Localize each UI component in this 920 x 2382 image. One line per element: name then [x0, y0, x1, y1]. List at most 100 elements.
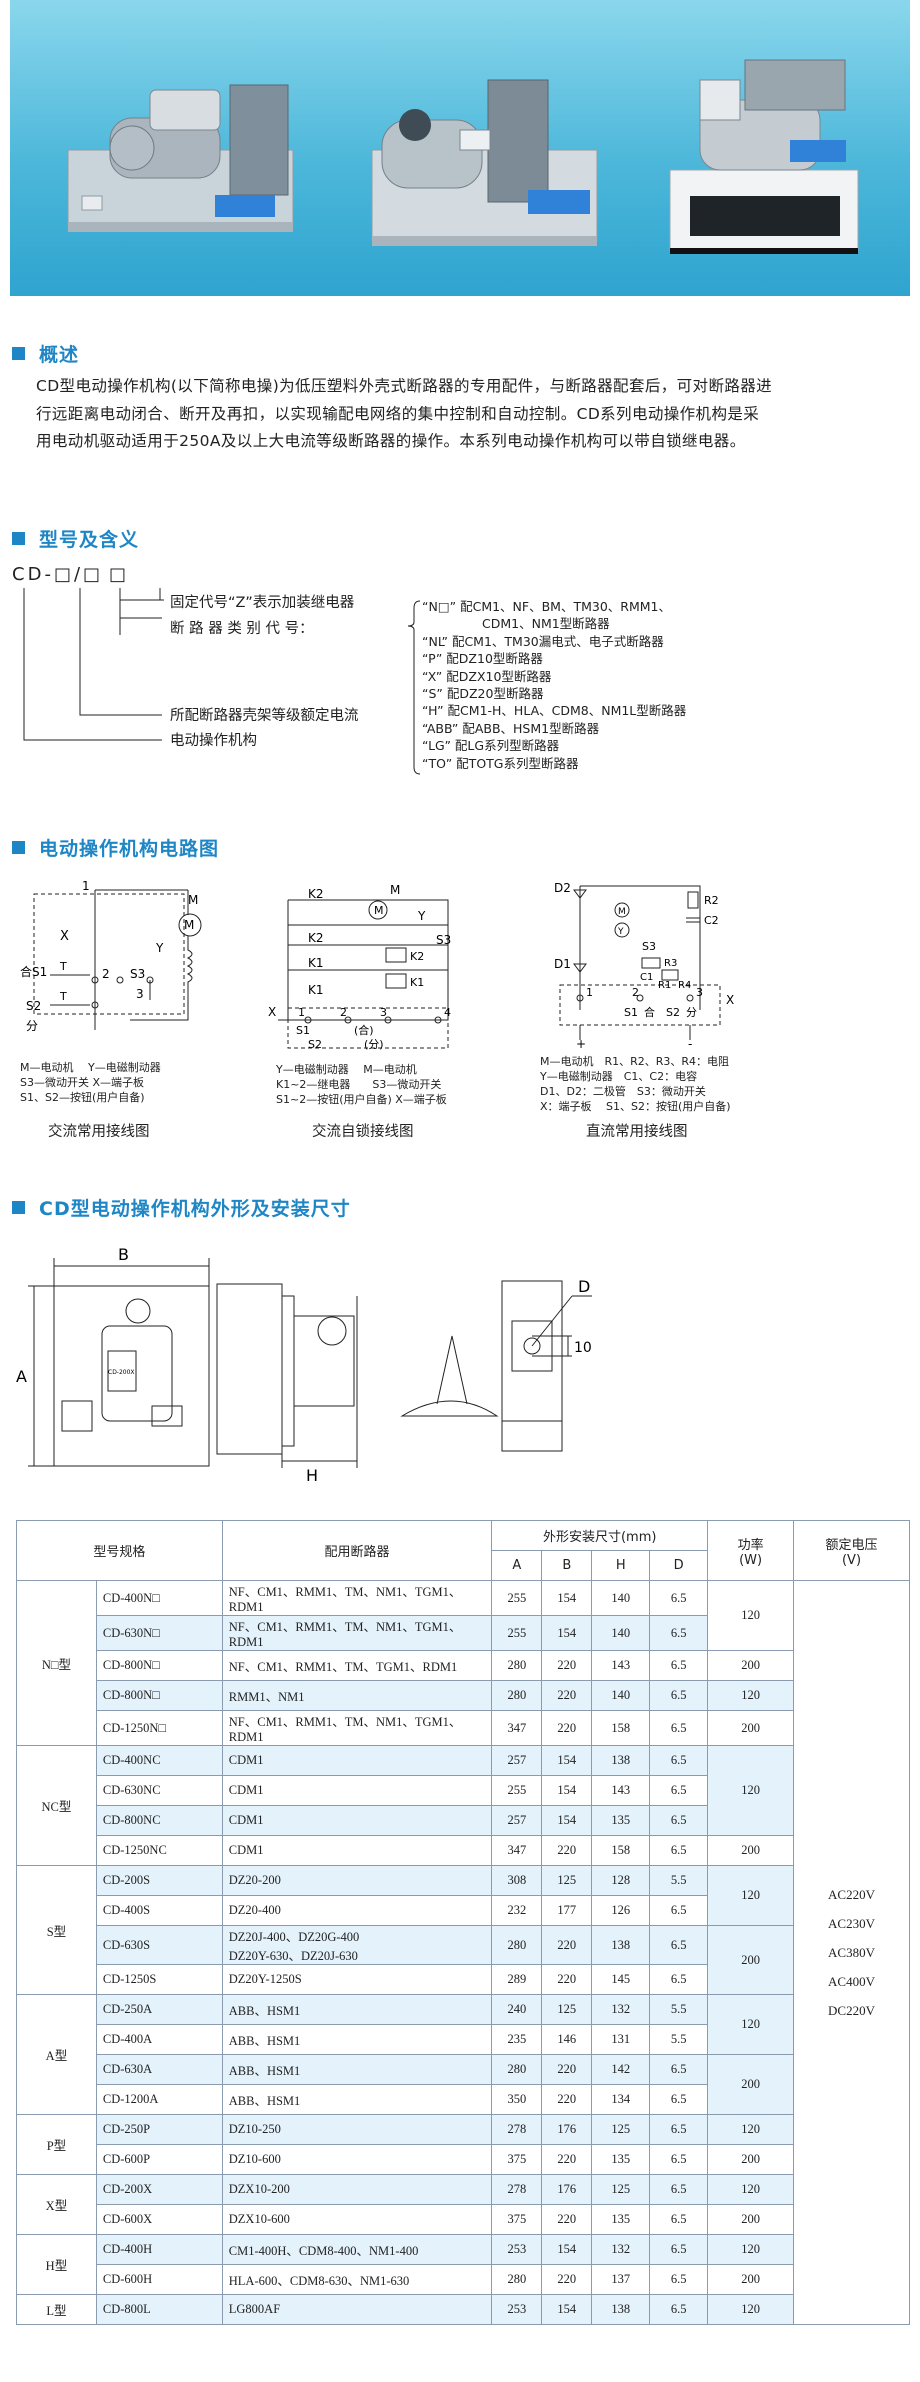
- col-model: 型号规格: [16, 1520, 223, 1581]
- dim-b-cell: 220: [541, 1710, 593, 1746]
- voltage-item: AC220V: [828, 1887, 875, 1902]
- dim-b-cell: 220: [541, 2084, 593, 2115]
- dim-h-cell: 135: [591, 1805, 651, 1836]
- dim-h-cell: 125: [591, 2174, 651, 2205]
- section-marker-icon: [12, 346, 25, 360]
- model-cell: CD-800L: [95, 2294, 223, 2325]
- breaker-type-item: “NL” 配CM1、TM30漏电式、电子式断路器: [422, 633, 664, 649]
- dim-b-cell: 177: [541, 1895, 593, 1926]
- legend-line: K1~2—继电器 S3—微动开关: [276, 1078, 442, 1091]
- model-cell: CD-200S: [95, 1865, 223, 1896]
- legend-line: Y—电磁制动器 M—电动机: [276, 1063, 417, 1076]
- breaker-cell: ABB、HSM1: [221, 2024, 493, 2055]
- dim-b-cell: 154: [541, 1805, 593, 1836]
- motor-label: M: [374, 904, 384, 917]
- dim-d-cell: 6.5: [649, 2114, 709, 2145]
- col-power-label: 功率: [737, 1537, 764, 1553]
- dim-d-cell: 5.5: [649, 2024, 709, 2055]
- product-photos: [67, 59, 859, 254]
- dim-a-cell: 280: [491, 1925, 543, 1965]
- c1-label: C1: [640, 972, 653, 983]
- dim-h-cell: 138: [591, 1925, 651, 1965]
- dim-a-cell: 280: [491, 1680, 543, 1711]
- model-cell: CD-600X: [95, 2204, 223, 2235]
- breaker-type-item: “P” 配DZ10型断路器: [422, 651, 543, 667]
- product-banner: [10, 0, 910, 296]
- motor-label: M: [184, 918, 194, 932]
- dimension-drawings-svg: B A H D 10 CD-200X: [16, 1245, 592, 1485]
- section-marker-icon: [12, 840, 25, 854]
- breaker-type-item: “ABB” 配ABB、HSM1型断路器: [422, 720, 600, 736]
- dim-a-cell: 255: [491, 1615, 543, 1651]
- dim-b-cell: 176: [541, 2114, 593, 2145]
- overview-title: 概述: [39, 343, 80, 366]
- power-cell: 120: [707, 2294, 795, 2325]
- dim-d-cell: 6.5: [649, 2144, 709, 2175]
- y-label: Y: [155, 941, 164, 955]
- power-cell: 120: [707, 2174, 795, 2205]
- dim-d-cell: 6.5: [649, 2084, 709, 2115]
- k1-label: K1: [308, 956, 324, 970]
- power-cell: 200: [707, 1835, 795, 1866]
- power-cell: 200: [707, 2264, 795, 2295]
- dim-h-cell: 135: [591, 2204, 651, 2235]
- power-cell: 200: [707, 1710, 795, 1746]
- he-label: (合): [354, 1023, 374, 1037]
- breaker-cell: DZ10-600: [221, 2144, 493, 2175]
- legend-line: D1、D2：二极管 S3：微动开关: [540, 1085, 706, 1098]
- section-marker-icon: [12, 531, 25, 545]
- model-cell: CD-800N□: [95, 1650, 223, 1681]
- model-cell: CD-600P: [95, 2144, 223, 2175]
- dim-b-label: B: [118, 1245, 129, 1264]
- dc-common-schematic: D2 D1 M Y R2 C2 S3 R3 C1 R1 R4 X 1 2 3 S…: [554, 881, 734, 1051]
- minus-label: -: [688, 1037, 692, 1050]
- model-cell: CD-400A: [95, 2024, 223, 2055]
- power-cell: 120: [707, 2114, 795, 2145]
- dim-b-cell: 220: [541, 2204, 593, 2235]
- dim-b-cell: 220: [541, 2054, 593, 2085]
- dim-10-label: 10: [574, 1340, 592, 1356]
- group-name: P型: [16, 2114, 97, 2175]
- model-cell: CD-1250N□: [95, 1710, 223, 1746]
- current-label: 所配断路器壳架等级额定电流: [170, 708, 359, 724]
- power-cell: 120: [707, 1994, 795, 2055]
- dim-a-cell: 235: [491, 2024, 543, 2055]
- dim-d-cell: 6.5: [649, 2294, 709, 2325]
- model-cell: CD-1250S: [95, 1964, 223, 1995]
- dim-d-cell: 6.5: [649, 1895, 709, 1926]
- dim-d-cell: 6.5: [649, 1615, 709, 1651]
- dim-b-cell: 146: [541, 2024, 593, 2055]
- d2-label: D2: [554, 881, 571, 895]
- motor-top-label: M: [390, 883, 400, 897]
- col-breaker: 配用断路器: [221, 1520, 493, 1581]
- dim-d-cell: 6.5: [649, 1680, 709, 1711]
- dim-a-cell: 347: [491, 1710, 543, 1746]
- dim-d-cell: 6.5: [649, 2204, 709, 2235]
- dim-b-cell: 154: [541, 2294, 593, 2325]
- dim-h-cell: 142: [591, 2054, 651, 2085]
- terminal-1: 1: [298, 1006, 305, 1019]
- overview-line: 用电动机驱动适用于250A及以上大电流等级断路器的操作。本系列电动操作机构可以带…: [36, 432, 746, 450]
- code-slash: /: [73, 564, 84, 585]
- t-label: T: [59, 960, 67, 973]
- breaker-code-label: 断 路 器 类 别 代 号：: [170, 621, 314, 637]
- group-name: S型: [16, 1865, 97, 1995]
- dim-d-cell: 6.5: [649, 1775, 709, 1806]
- voltage-item: AC380V: [828, 1945, 875, 1960]
- dim-d-cell: 6.5: [649, 1925, 709, 1965]
- dim-h-cell: 132: [591, 1994, 651, 2025]
- r1-label: R1: [658, 980, 671, 991]
- dim-b-cell: 154: [541, 1615, 593, 1651]
- terminal-1: 1: [82, 880, 90, 893]
- breaker-cell: DZX10-600: [221, 2204, 493, 2235]
- breaker-type-item: “N□” 配CM1、NF、BM、TM30、RMM1、: [422, 599, 671, 614]
- power-cell: 200: [707, 2204, 795, 2235]
- model-cell: CD-600H: [95, 2264, 223, 2295]
- dim-b-cell: 154: [541, 1745, 593, 1776]
- dim-h-label: H: [306, 1466, 318, 1485]
